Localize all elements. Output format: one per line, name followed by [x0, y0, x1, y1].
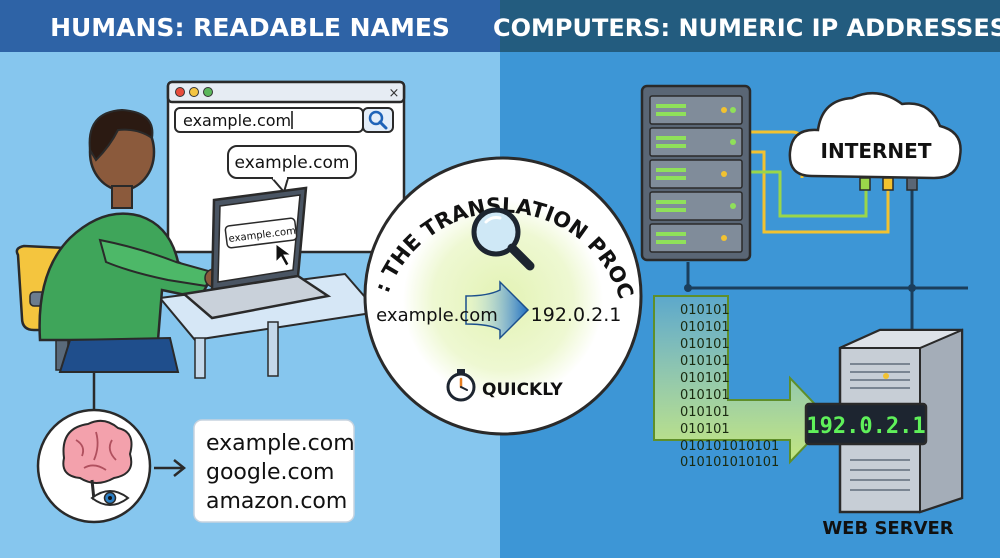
- binary-data-arrow: 010101 010101 010101 010101 010101 01010…: [653, 295, 832, 470]
- binary-line: 010101: [680, 371, 730, 386]
- window-minimize-dot[interactable]: [189, 87, 199, 97]
- name-list-item: amazon.com: [206, 489, 347, 514]
- server-ip-display: 192.0.2.1: [806, 414, 925, 439]
- memorized-names-list: example.com google.com amazon.com: [193, 419, 355, 523]
- dns-to-ip: 192.0.2.1: [531, 304, 622, 326]
- browser-titlebar: [166, 80, 406, 104]
- binary-line: 010101: [680, 405, 730, 420]
- right-header-bar: [500, 0, 1000, 52]
- stopwatch-icon: [446, 369, 476, 402]
- binary-line: 010101010101: [680, 439, 779, 454]
- web-server-label: WEB SERVER: [822, 518, 953, 539]
- dns-from-name: example.com: [376, 305, 498, 326]
- window-close-dot[interactable]: [175, 87, 185, 97]
- name-list-item: example.com: [206, 431, 355, 456]
- ip-display-panel: [804, 402, 928, 446]
- mouse-cursor-icon: [275, 243, 293, 267]
- search-icon[interactable]: [368, 110, 388, 130]
- speed-label: QUICKLY: [482, 380, 563, 400]
- eye-icon: [90, 490, 130, 506]
- binary-line: 010101: [680, 354, 730, 369]
- binary-line: 010101: [680, 337, 730, 352]
- browser-close-button[interactable]: ×: [389, 86, 400, 101]
- browser-search-value: example.com: [183, 111, 291, 130]
- window-maximize-dot[interactable]: [203, 87, 213, 97]
- translation-arrow: [465, 280, 530, 340]
- server-rack-icon: [640, 84, 752, 262]
- cloud-icon: INTERNET: [788, 91, 962, 191]
- magnifier-icon: [471, 207, 535, 271]
- laptop: example.com: [181, 186, 332, 320]
- brain-icon: [62, 419, 133, 501]
- right-panel-title: COMPUTERS: NUMERIC IP ADDRESSES: [493, 14, 1000, 42]
- brain-to-list-arrow: [154, 459, 187, 477]
- person-at-laptop: [38, 108, 224, 373]
- left-panel-title: HUMANS: READABLE NAMES: [50, 13, 450, 42]
- name-list-item: google.com: [206, 460, 334, 485]
- binary-line: 010101: [680, 303, 730, 318]
- left-header-bar: [0, 0, 500, 52]
- speech-bubble: example.com: [227, 145, 357, 193]
- cloud-label: INTERNET: [821, 139, 932, 163]
- brain-memory-circle: [36, 408, 152, 524]
- binary-line: 010101: [680, 422, 730, 437]
- binary-line: 010101010101: [680, 455, 779, 470]
- binary-line: 010101: [680, 320, 730, 335]
- speech-bubble-text: example.com: [235, 153, 350, 173]
- laptop-address-field: [224, 217, 298, 249]
- web-server-icon: 192.0.2.1: [804, 328, 964, 514]
- binary-line: 010101: [680, 388, 730, 403]
